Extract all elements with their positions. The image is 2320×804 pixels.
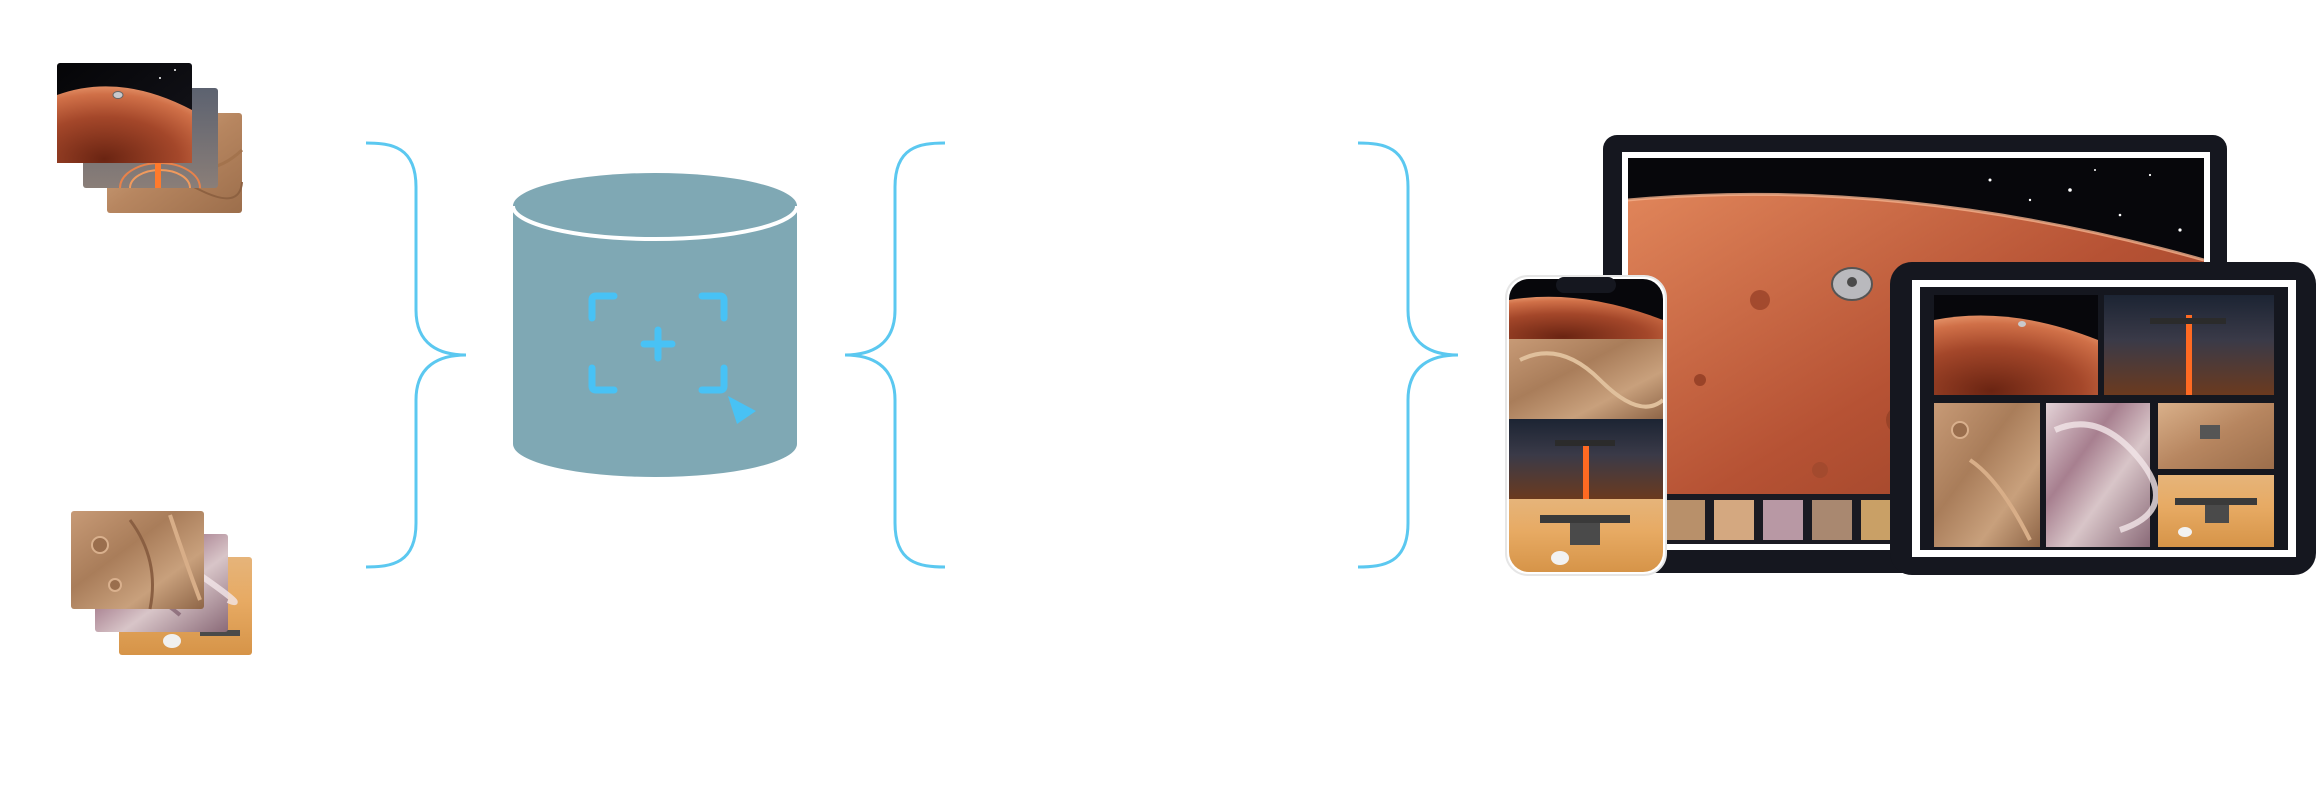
mars-rock-texture-image: [71, 511, 204, 610]
capsule-icon: [1831, 267, 1873, 301]
top-image-stack: [57, 63, 244, 213]
right-closing-brace: [1357, 141, 1459, 569]
left-closing-brace: [365, 141, 467, 569]
tablet-device: [1890, 262, 2316, 575]
tablet-photo-grid: [1934, 295, 2274, 547]
bottom-image-stack: [71, 511, 252, 655]
database-icon: [511, 173, 799, 477]
focus-frame-plus-icon: [588, 292, 728, 394]
phone-notch: [1556, 277, 1616, 293]
phone-device: [1505, 275, 1667, 576]
middle-opening-brace: [844, 141, 946, 569]
phone-screen: [1509, 279, 1663, 572]
mars-orbit-image: [57, 63, 192, 163]
cursor-arrow-icon: [728, 396, 756, 424]
